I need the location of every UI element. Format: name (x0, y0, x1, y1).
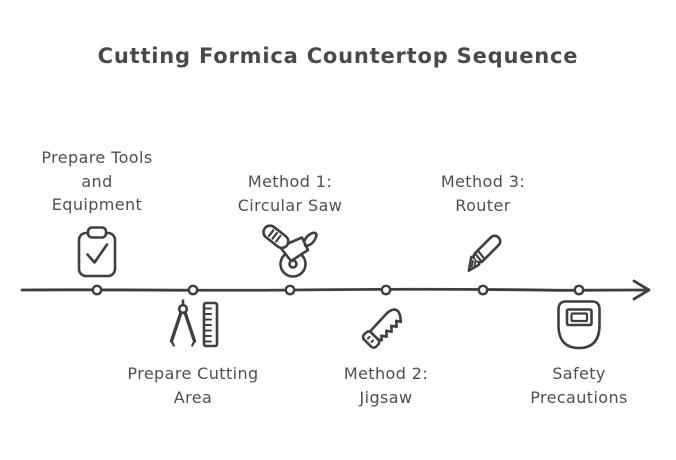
circular-saw-icon (259, 221, 321, 281)
timeline-node-5 (477, 284, 489, 296)
step-label: Prepare Cutting Area (127, 364, 259, 407)
step-label: Prepare Tools and Equipment (41, 148, 153, 214)
timeline-node-4 (380, 284, 392, 296)
welding-mask-icon (554, 298, 604, 352)
arrow-right-icon (632, 279, 651, 301)
handsaw-icon (358, 296, 414, 352)
compass-ruler-icon (162, 298, 224, 352)
utility-knife-icon (457, 227, 509, 279)
timeline-node-3 (284, 284, 296, 296)
timeline-node-6 (573, 284, 585, 296)
timeline-node-2 (187, 284, 199, 296)
step-label: Safety Precautions (530, 364, 628, 407)
step-label: Method 2: Jigsaw (343, 364, 429, 407)
clipboard-check-icon (72, 224, 122, 280)
diagram-title: Cutting Formica Countertop Sequence (97, 44, 579, 68)
step-label: Method 3: Router (440, 172, 526, 215)
timeline-line (20, 287, 648, 292)
timeline-node-1 (91, 284, 103, 296)
step-label: Method 1: Circular Saw (237, 172, 343, 215)
